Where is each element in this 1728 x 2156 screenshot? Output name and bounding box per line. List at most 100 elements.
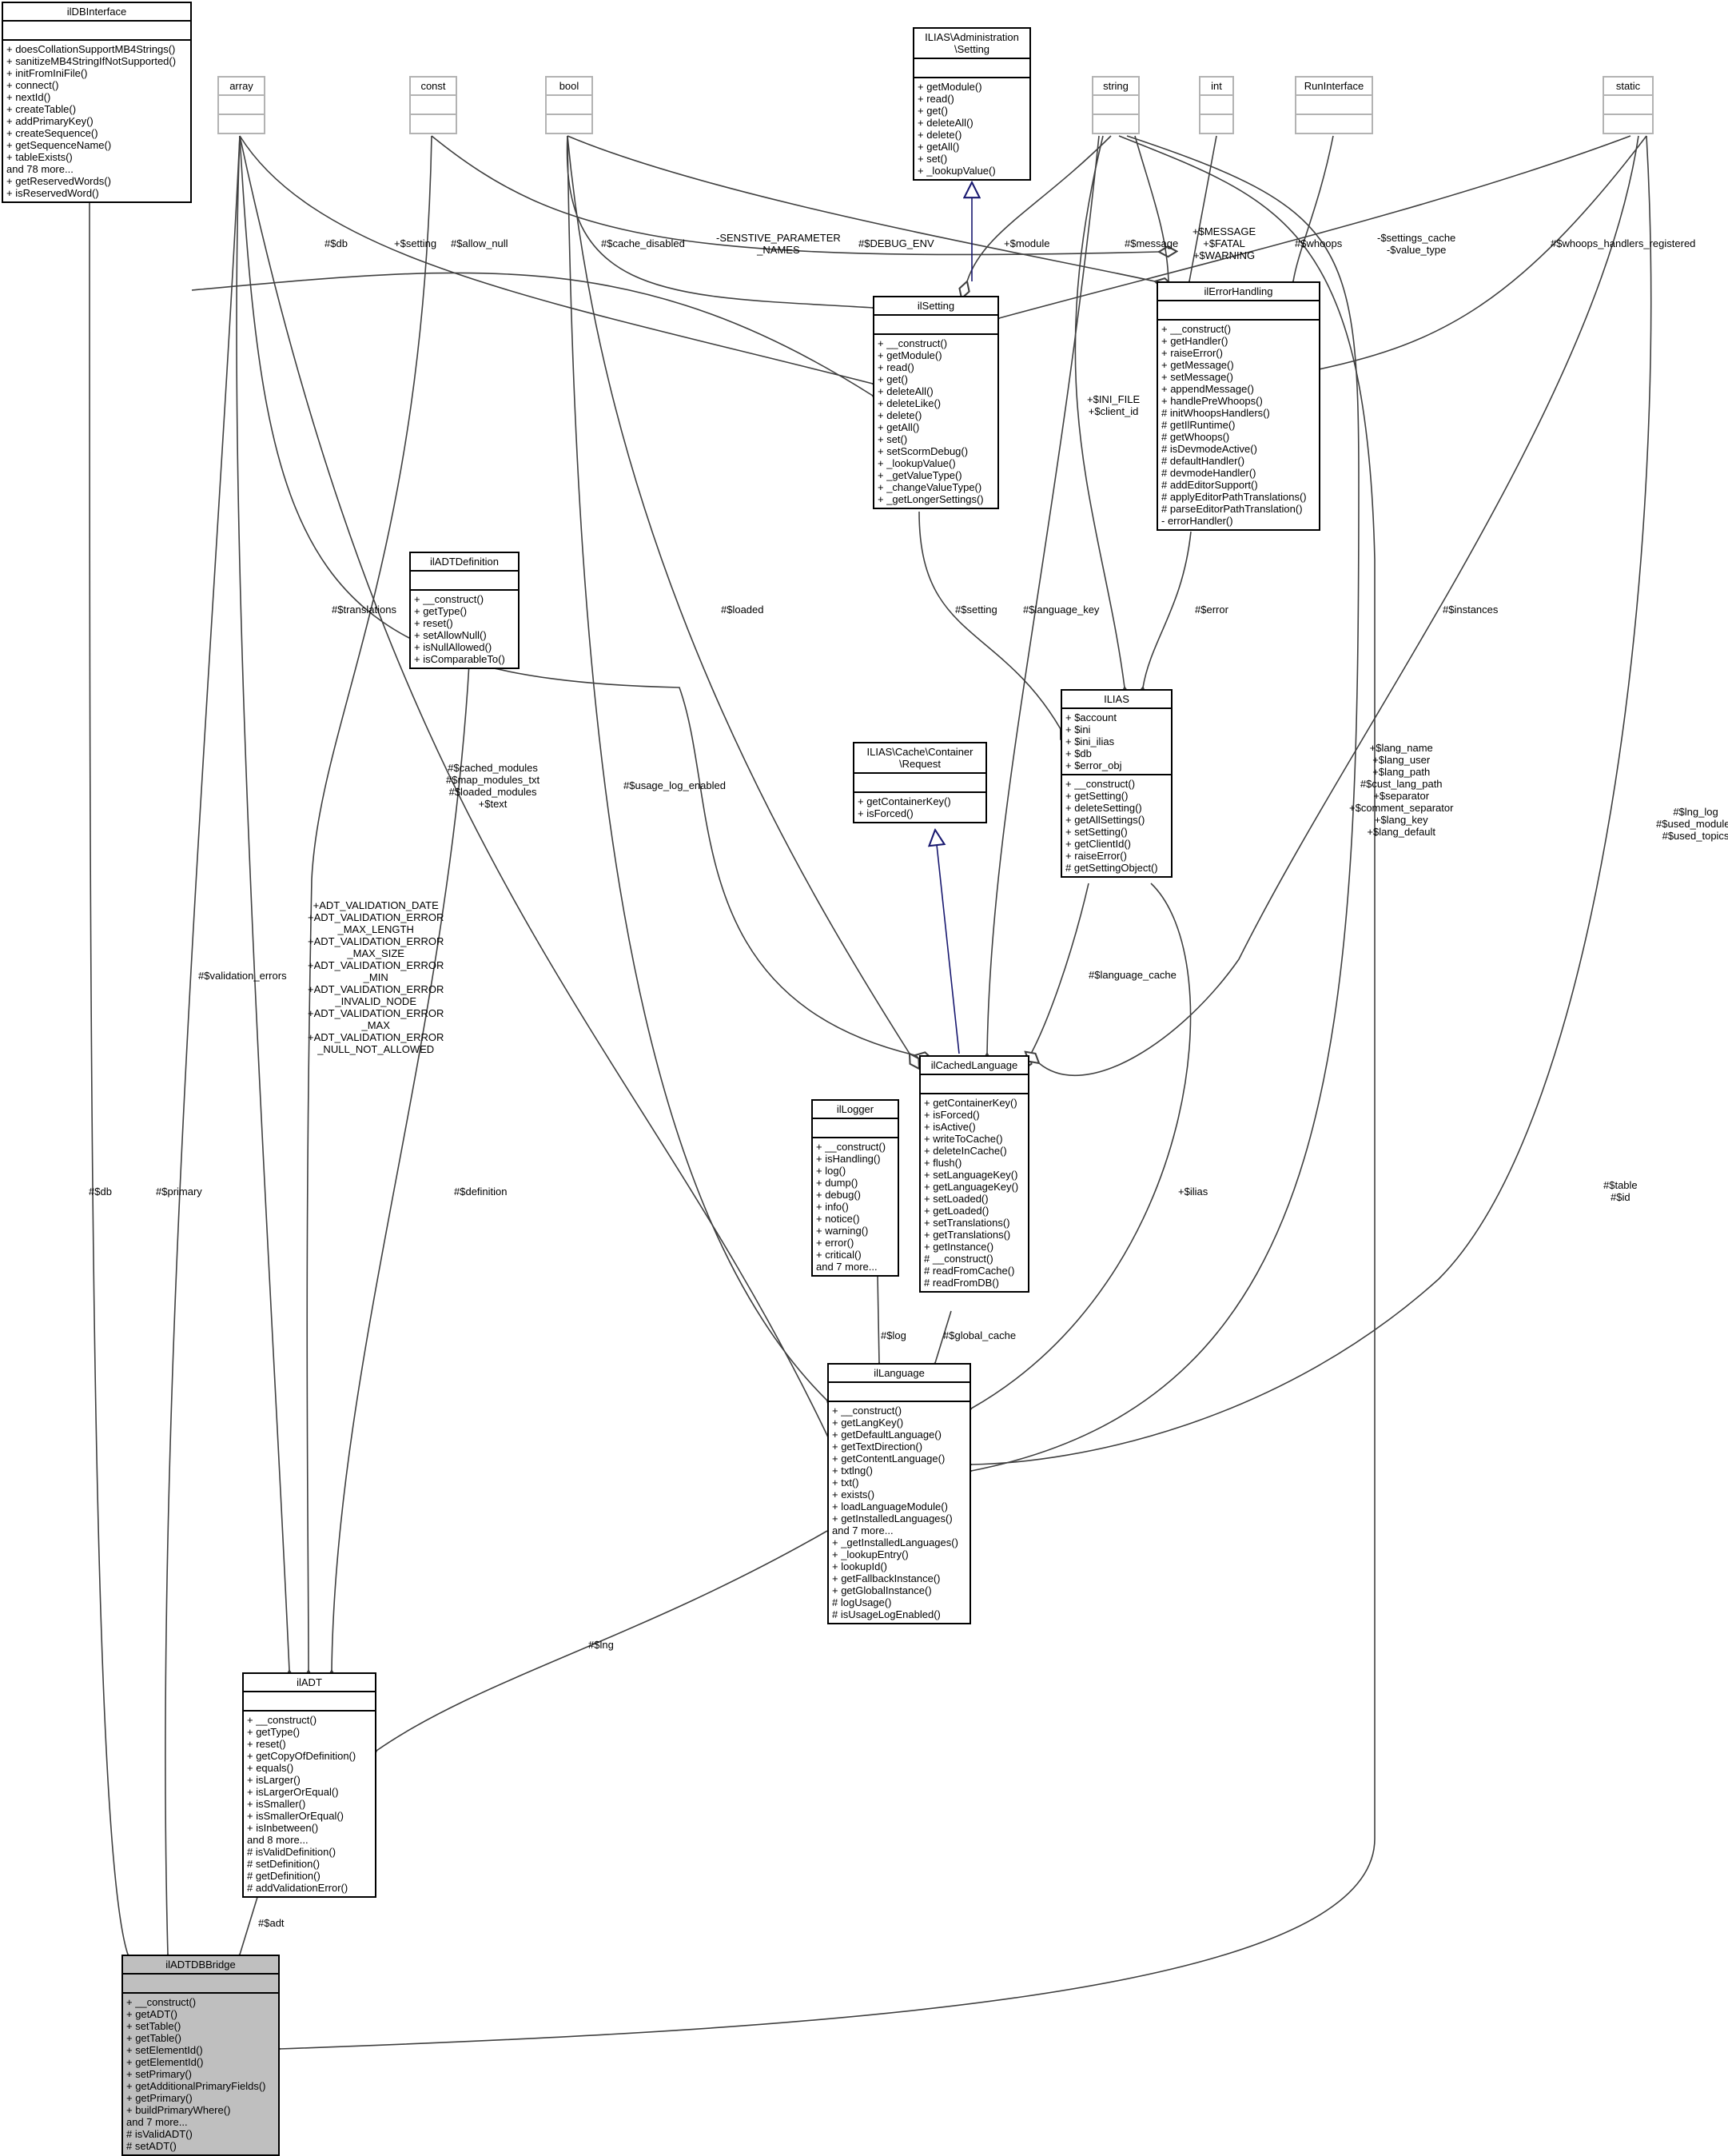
class-member: + deleteAll() [878,385,934,397]
class-member: + isSmallerOrEqual() [247,1810,344,1822]
class-illanguage[interactable]: ilLanguage + __construct()+ getLangKey()… [827,1363,971,1624]
class-member: # __construct() [924,1253,993,1265]
class-attributes [1604,96,1652,115]
class-member: + isReservedWord() [6,187,99,199]
edge-log [878,1274,879,1363]
class-member: + set() [878,433,908,445]
class-member: + error() [816,1237,854,1249]
class-iladtdefinition[interactable]: ilADTDefinition + __construct()+ getType… [409,552,520,669]
class-attributes [547,96,591,115]
class-member: + read() [878,361,914,373]
class-member: + delete() [878,409,922,421]
class-operations: + __construct()+ getSetting()+ deleteSet… [1062,775,1171,876]
class-title: bool [547,78,591,96]
class-title: ILIAS\Cache\Container \Request [854,743,985,774]
class-ilias[interactable]: ILIAS + $account+ $ini+ $ini_ilias+ $db+… [1061,689,1173,878]
class-member: + getType() [247,1726,301,1738]
class-member: + getInstance() [924,1241,994,1253]
edge-label-language-cache: #$language_cache [1089,969,1177,981]
edge-label-db-bridge: #$db [89,1186,112,1198]
class-title: ilADTDBBridge [123,1956,278,1975]
class-member: # defaultHandler() [1161,455,1245,467]
class-string[interactable]: string [1092,76,1140,134]
edge-label-settings-cache: -$settings_cache -$value_type [1377,232,1456,256]
class-title: ilErrorHandling [1158,283,1319,301]
class-member: + warning() [816,1225,869,1237]
edge-label-language-key: #$language_key [1023,604,1100,616]
class-member: + getCopyOfDefinition() [247,1750,356,1762]
class-member: + setScormDebug() [878,445,969,457]
class-member: # getIlRuntime() [1161,419,1236,431]
class-member: + getTable() [126,2032,182,2044]
class-member: + __construct() [126,1996,197,2008]
class-array[interactable]: array [217,76,265,134]
class-ilsetting[interactable]: ilSetting + __construct()+ getModule()+ … [873,296,999,509]
class-member: + nextId() [6,91,51,103]
class-member: # addEditorSupport() [1161,479,1258,491]
class-member: + isComparableTo() [414,653,505,665]
class-operations [411,115,456,133]
class-ildbinterface[interactable]: ilDBInterface + doesCollationSupportMB4S… [2,2,192,203]
class-title: RunInterface [1296,78,1372,96]
class-iladtdbbridge[interactable]: ilADTDBBridge + __construct()+ getADT() +… [121,1955,280,2156]
class-illogger[interactable]: ilLogger + __construct()+ isHandling()+ … [811,1099,899,1277]
class-int[interactable]: int [1199,76,1234,134]
class-ilias-administration-setting[interactable]: ILIAS\Administration \Setting + getModul… [913,27,1031,181]
class-runinterface[interactable]: RunInterface [1295,76,1373,134]
class-member: + getTextDirection() [832,1441,923,1453]
class-member: + getAdditionalPrimaryFields() [126,2080,266,2092]
class-member: and 8 more... [247,1834,309,1846]
class-static[interactable]: static [1603,76,1654,134]
class-iladt[interactable]: ilADT + __construct()+ getType()+ reset(… [242,1672,376,1898]
class-ilcachedlanguage[interactable]: ilCachedLanguage + getContainerKey()+ is… [919,1055,1029,1293]
class-member: + delete() [918,129,962,141]
class-member: + _lookupValue() [918,165,996,177]
class-member: + setTranslations() [924,1217,1010,1229]
class-member: # readFromCache() [924,1265,1015,1277]
class-member: + _getLongerSettings() [878,493,984,505]
class-member: + setLanguageKey() [924,1169,1018,1181]
class-attributes [874,316,997,335]
class-member: + __construct() [414,593,484,605]
edge-label-adt: #$adt [258,1917,285,1929]
class-member: # isDevmodeActive() [1161,443,1257,455]
class-member: + isLarger() [247,1774,301,1786]
class-member: + getInstalledLanguages() [832,1512,953,1524]
class-title: int [1200,78,1232,96]
edge-label-message-fatal: +$MESSAGE +$FATAL +$WARNING [1192,225,1256,261]
class-title: static [1604,78,1652,96]
class-member: # isValidADT() [126,2128,193,2140]
class-member: + _getInstalledLanguages() [832,1536,958,1548]
edge-label-loaded: #$loaded [721,604,764,616]
edge-label-lang-name: +$lang_name +$lang_user +$lang_path #$cu… [1349,742,1454,838]
class-bool[interactable]: bool [545,76,593,134]
class-member: + setElementId() [126,2044,203,2056]
class-attributes [3,22,190,41]
class-member: # devmodeHandler() [1161,467,1256,479]
edge-label-adt-validation: +ADT_VALIDATION_DATE +ADT_VALIDATION_ERR… [308,899,444,1055]
class-ilerrorhandling[interactable]: ilErrorHandling + __construct()+ getHand… [1157,281,1320,531]
class-member: + getGlobalInstance() [832,1584,932,1596]
class-member: - errorHandler() [1161,515,1233,527]
class-member: + critical() [816,1249,862,1261]
class-member: + isInbetween() [247,1822,319,1834]
class-const[interactable]: const [409,76,457,134]
class-member: + $ini [1065,723,1091,735]
edge-label-debug-env: #$DEBUG_ENV [858,237,934,249]
class-ilias-cache-container-request[interactable]: ILIAS\Cache\Container \Request + getCont… [853,742,987,823]
class-member: # getDefinition() [247,1870,321,1882]
class-member: + getADT() [126,2008,177,2020]
class-operations [1093,115,1138,133]
edge-whoops-registered [1319,135,1647,369]
class-member: + getElementId() [126,2056,204,2068]
class-member: + getAll() [878,421,920,433]
class-member: + exists() [832,1488,875,1500]
edge-db-setting [191,272,873,396]
class-member: # parseEditorPathTranslation() [1161,503,1303,515]
edge-usage-log [567,135,827,1401]
class-member: + setLoaded() [924,1193,989,1205]
edge-label-error: #$error [1195,604,1228,616]
edge-label-db-setting: #$db [324,237,348,249]
class-title: string [1093,78,1138,96]
